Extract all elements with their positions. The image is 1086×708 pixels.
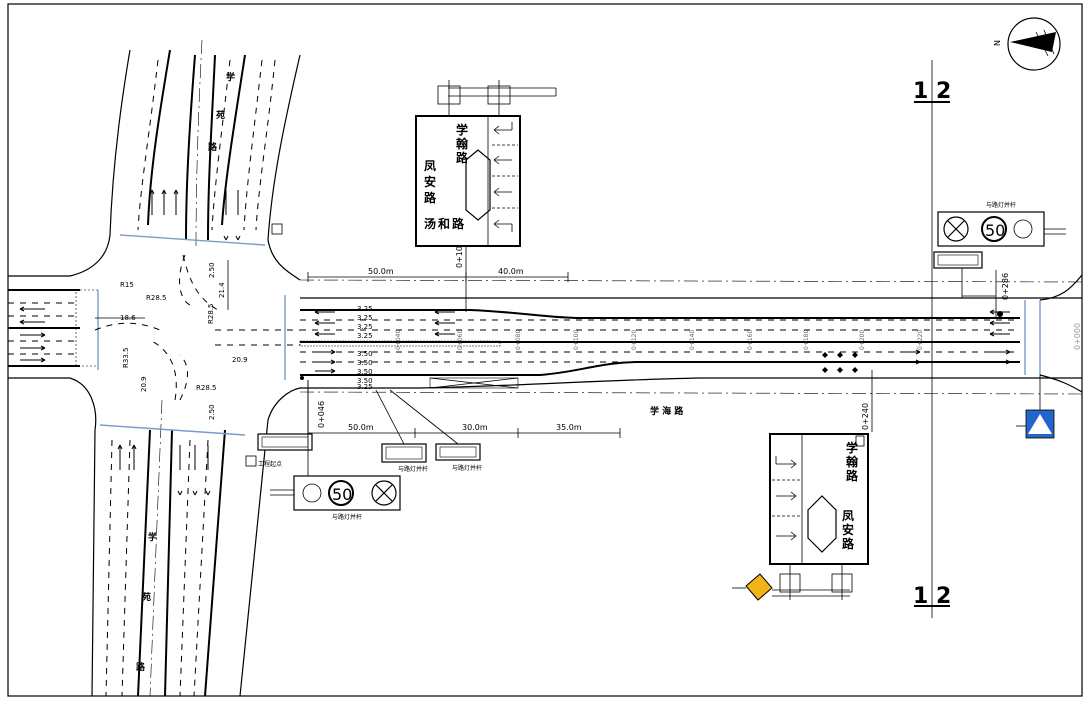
pole-markers: [245, 223, 1003, 467]
sign-text: 凤: [842, 509, 854, 523]
radius-label: R15: [120, 281, 134, 289]
lane-arrows: [19, 189, 1011, 496]
dimension-label: 35.0m: [556, 423, 582, 432]
speed-limit-value: 50: [332, 485, 352, 504]
north-label: N: [993, 40, 1002, 46]
street-name-char: 路: [136, 661, 146, 673]
street-name-char: 学: [148, 531, 157, 543]
street-name-char: 苑: [216, 109, 225, 121]
width-label: 21.4: [218, 282, 226, 298]
work-zone-label: 工程起点: [258, 460, 282, 468]
drawing-frame: [7, 3, 1083, 697]
speed-limit-value: 50: [985, 221, 1005, 240]
width-label: 2.50: [208, 404, 216, 420]
svg-text:0+200: 0+200: [859, 330, 866, 350]
street-names: 学 海 路 学 苑 路 学 苑 路: [136, 71, 684, 673]
xuehai-road: [299, 274, 1083, 395]
sign-text: 路: [424, 190, 437, 205]
svg-text:0+180: 0+180: [803, 330, 810, 350]
street-name-char: 苑: [142, 591, 151, 603]
pole-note: 与路灯并杆: [452, 464, 482, 472]
sign-text: 和: [437, 216, 450, 231]
station-ticks: 0+040 0+060 0+080 0+100 0+120 0+140 0+16…: [395, 330, 924, 350]
lane-width: 3.25: [357, 323, 373, 331]
diamond-markings: [822, 352, 858, 373]
lane-width: 3.50: [357, 368, 373, 376]
width-label: 20.9: [232, 356, 248, 364]
width-label: 20.9: [140, 376, 148, 392]
lane-width: 3.25: [357, 383, 373, 391]
dimension-label: 50.0m: [368, 267, 394, 276]
sign-text: 汤: [424, 217, 436, 231]
svg-text:0+120: 0+120: [631, 330, 638, 350]
lane-width-labels: 3.25 3.25 3.25 3.25 3.50 3.50 3.50 3.50 …: [357, 305, 373, 391]
sign-text: 路: [846, 468, 859, 483]
sign-text: 安: [842, 522, 854, 537]
lane-width: 3.25: [357, 332, 373, 340]
sign-text: 学: [456, 122, 468, 137]
dimension-label: 40.0m: [498, 267, 524, 276]
pole-note: 与路灯并杆: [332, 513, 362, 521]
guide-sign-bottom: 学 翰 路 凤 安 路: [769, 433, 869, 600]
radius-label: R28.5: [207, 304, 215, 324]
lane-width: 3.25: [357, 314, 373, 322]
street-name-char: 路: [208, 141, 218, 153]
radius-label: R33.5: [122, 348, 130, 368]
sign-cluster-right: 与路灯并杆 50: [933, 201, 1066, 298]
radius-label: R28.5: [196, 384, 216, 392]
radius-label: R28.5: [146, 294, 166, 302]
xueyuan-road-north: [109, 39, 301, 251]
intersection-dims: R15 R28.5 R28.5 R33.5 R28.5 18.6 20.9 20…: [95, 260, 248, 420]
svg-text:0+040: 0+040: [395, 330, 402, 350]
warning-sign: [732, 573, 773, 601]
pole-note: 与路灯并杆: [398, 465, 428, 473]
svg-text:0+080: 0+080: [515, 330, 522, 350]
station-label: 0+000: [1073, 323, 1082, 350]
lane-width: 3.50: [357, 377, 373, 385]
sign-cluster-left: 工程起点 50 与路灯并杆 与路灯并杆 与路灯并杆: [257, 380, 482, 521]
svg-text:0+220: 0+220: [917, 330, 924, 350]
dimension-label: 50.0m: [348, 423, 374, 432]
guide-sign-top: 凤 安 路 学 翰 路 汤 和 路: [415, 80, 557, 247]
sign-text: 翰: [846, 454, 858, 469]
svg-text:0+140: 0+140: [689, 330, 696, 350]
station-label: 0+100: [455, 241, 464, 268]
lane-width: 3.25: [357, 305, 373, 313]
intersection-corners: [69, 234, 301, 436]
road-dimension-lines: 50.0m 40.0m 50.0m 30.0m 35.0m: [307, 267, 621, 438]
station-label: 0+046: [317, 401, 326, 428]
street-name-xuehai: 学 海 路: [650, 405, 684, 417]
section-mark-top: 1 2: [913, 79, 951, 104]
sign-text: 路: [842, 536, 855, 551]
sign-arrows: [492, 122, 518, 232]
station-label: 0+286: [1001, 273, 1010, 300]
street-name-char: 学: [226, 71, 235, 83]
pole-note: 与路灯并杆: [986, 201, 1016, 209]
sign-arrows: [772, 456, 800, 541]
lane-width: 3.50: [357, 359, 373, 367]
svg-text:0+100: 0+100: [573, 330, 580, 350]
dimension-label: 30.0m: [462, 423, 488, 432]
section-mark-bottom: 1 2: [913, 584, 951, 609]
width-label: 2.50: [208, 262, 216, 278]
north-arrow: N: [993, 17, 1061, 71]
section-marks: 1 2 1 2: [913, 60, 951, 618]
sign-text: 路: [456, 150, 469, 165]
lane-width: 3.50: [357, 350, 373, 358]
sign-text: 凤: [424, 159, 436, 173]
station-label: 0+240: [861, 403, 870, 430]
crosswalk-sign: [1016, 375, 1055, 439]
sign-text: 翰: [456, 136, 468, 151]
svg-text:0+060: 0+060: [457, 330, 464, 350]
sign-text: 安: [424, 174, 436, 189]
west-approach: [8, 275, 99, 379]
sign-text: 路: [452, 216, 465, 231]
xueyuan-road-south: [91, 399, 269, 697]
svg-text:0+160: 0+160: [747, 330, 754, 350]
sign-text: 学: [846, 440, 858, 455]
